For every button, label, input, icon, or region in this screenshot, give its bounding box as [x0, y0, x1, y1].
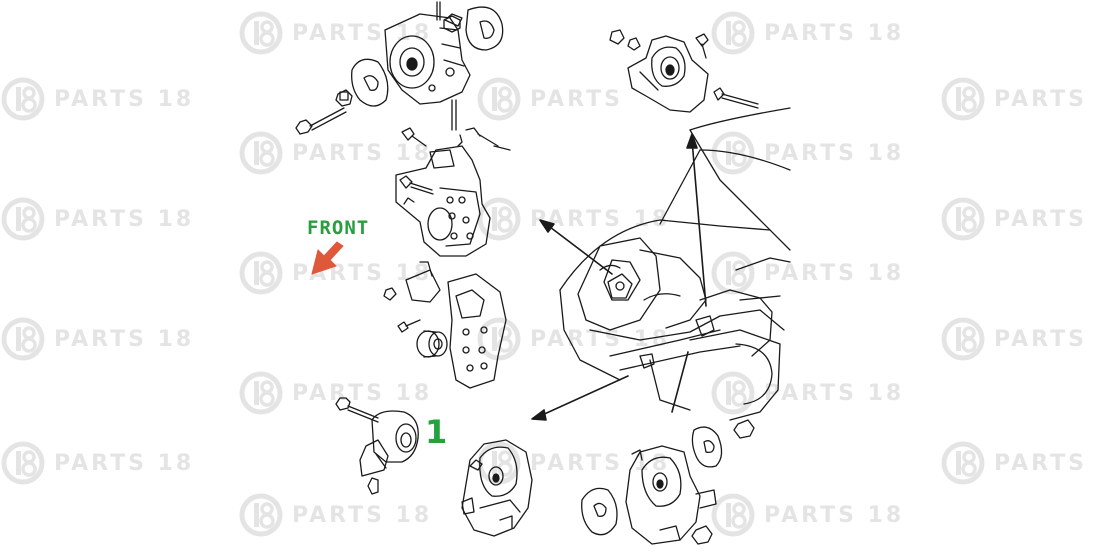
- parts18-watermark: PARTS: [940, 196, 1087, 242]
- parts18-watermark: PARTS 18: [710, 370, 904, 416]
- watermark-text: PARTS 18: [764, 20, 905, 46]
- upper-engine-mount-assembly: [295, 1, 504, 147]
- lower-center-mount: [461, 439, 533, 537]
- parts18-logo-icon: [238, 492, 284, 538]
- parts18-watermark: PARTS 18: [0, 76, 194, 122]
- parts18-watermark: PARTS 18: [0, 196, 194, 242]
- watermark-text: PARTS 18: [292, 502, 433, 528]
- front-direction-arrow: [311, 241, 344, 275]
- watermark-text: PARTS: [530, 86, 623, 112]
- parts18-logo-icon: [710, 130, 756, 176]
- parts18-watermark: PARTS 18: [238, 10, 432, 56]
- watermark-text: PARTS: [994, 326, 1087, 352]
- parts18-watermark: PARTS: [940, 316, 1087, 362]
- parts18-logo-icon: [238, 130, 284, 176]
- parts18-logo-icon: [0, 196, 46, 242]
- parts18-watermark: PARTS: [940, 76, 1087, 122]
- lower-right-mount: [581, 419, 755, 545]
- parts18-logo-icon: [238, 370, 284, 416]
- parts18-watermark: PARTS 18: [710, 10, 904, 56]
- parts18-logo-icon: [710, 250, 756, 296]
- watermark-text: PARTS 18: [292, 380, 433, 406]
- watermark-text: PARTS 18: [764, 260, 905, 286]
- watermark-text: PARTS 18: [54, 450, 195, 476]
- watermark-text: PARTS 18: [530, 450, 671, 476]
- parts18-logo-icon: [710, 10, 756, 56]
- parts18-watermark: PARTS 18: [710, 250, 904, 296]
- parts18-watermark: PARTS: [940, 440, 1087, 486]
- engine-bay-body: [559, 107, 791, 421]
- parts18-watermark: PARTS 18: [710, 130, 904, 176]
- leader-arrows: [531, 133, 707, 421]
- parts18-watermark: PARTS 18: [238, 370, 432, 416]
- watermark-text: PARTS 18: [764, 502, 905, 528]
- parts18-watermark: PARTS 18: [476, 440, 670, 486]
- watermark-text: PARTS 18: [530, 206, 671, 232]
- parts18-logo-icon: [940, 440, 986, 486]
- parts18-logo-icon: [0, 440, 46, 486]
- parts18-logo-icon: [710, 370, 756, 416]
- watermark-text: PARTS: [994, 450, 1087, 476]
- watermark-text: PARTS 18: [292, 140, 433, 166]
- watermark-text: PARTS 18: [54, 326, 195, 352]
- hardware-nuts: [335, 15, 461, 107]
- watermark-text: PARTS 18: [764, 140, 905, 166]
- parts18-logo-icon: [476, 196, 522, 242]
- watermark-text: PARTS 18: [764, 380, 905, 406]
- parts18-watermark: PARTS 18: [0, 316, 194, 362]
- parts18-watermark: PARTS 18: [238, 492, 432, 538]
- parts18-logo-icon: [940, 316, 986, 362]
- parts18-watermark: PARTS 18: [476, 196, 670, 242]
- parts18-logo-icon: [940, 196, 986, 242]
- watermark-text: PARTS 18: [54, 206, 195, 232]
- front-label: FRONT: [307, 217, 370, 239]
- part-1-front-mount: [335, 397, 419, 495]
- parts18-logo-icon: [940, 76, 986, 122]
- watermark-text: PARTS 18: [54, 86, 195, 112]
- parts18-watermark: PARTS: [476, 76, 623, 122]
- part-callout-number: 1: [425, 413, 448, 451]
- parts18-logo-icon: [476, 316, 522, 362]
- watermark-text: PARTS: [994, 206, 1087, 232]
- parts18-watermark: PARTS 18: [0, 440, 194, 486]
- engine-bracket-lower: [383, 261, 507, 389]
- parts18-logo-icon: [710, 492, 756, 538]
- parts18-logo-icon: [0, 76, 46, 122]
- parts18-logo-icon: [238, 10, 284, 56]
- parts18-watermark: PARTS 18: [238, 130, 432, 176]
- upper-right-transmission-mount: [609, 29, 759, 113]
- parts18-watermark: PARTS 18: [710, 492, 904, 538]
- engine-bracket-upper: [395, 127, 511, 257]
- parts18-logo-icon: [476, 76, 522, 122]
- parts18-logo-icon: [238, 250, 284, 296]
- watermark-text: PARTS 18: [292, 20, 433, 46]
- parts18-logo-icon: [0, 316, 46, 362]
- watermark-text: PARTS: [994, 86, 1087, 112]
